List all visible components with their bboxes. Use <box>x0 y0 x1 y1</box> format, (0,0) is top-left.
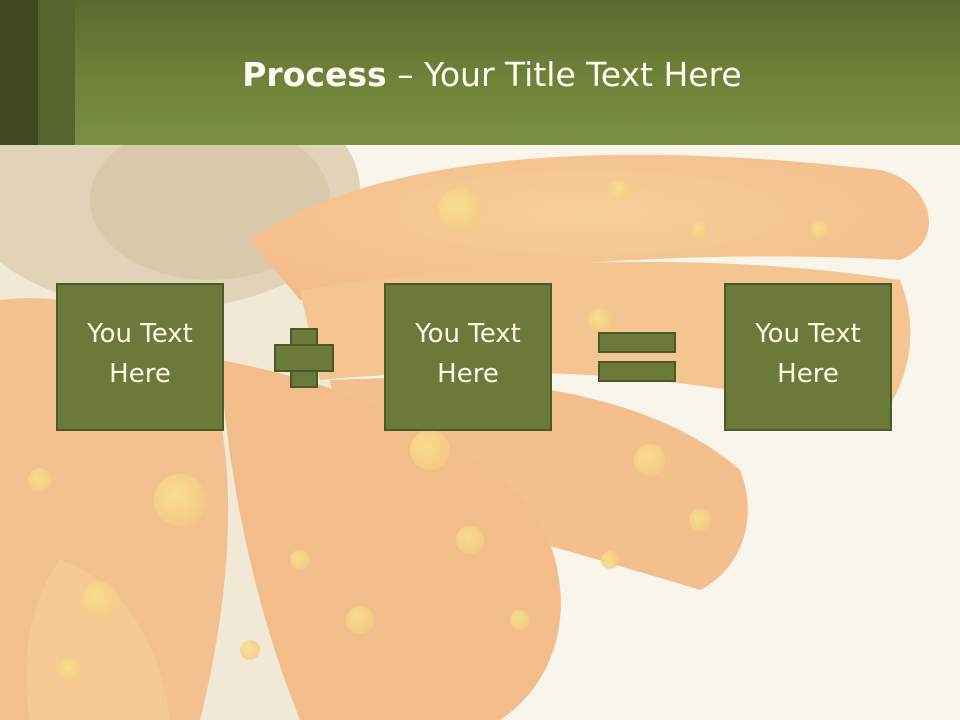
text-box-2[interactable]: You Text Here <box>384 283 552 431</box>
text-box-3-label: You Text Here <box>755 319 861 389</box>
title-bold: Process <box>242 55 387 94</box>
title-rest: – Your Title Text Here <box>386 55 742 94</box>
header-accent-mid <box>38 0 75 145</box>
text-box-1[interactable]: You Text Here <box>56 283 224 431</box>
text-box-3[interactable]: You Text Here <box>724 283 892 431</box>
title-bar: Process – Your Title Text Here <box>0 0 960 145</box>
plus-icon-center <box>292 346 316 370</box>
text-box-2-label: You Text Here <box>415 319 521 389</box>
header-accent-dark <box>0 0 38 145</box>
text-box-1-label: You Text Here <box>87 319 193 389</box>
equals-icon <box>598 332 676 353</box>
slide-title[interactable]: Process – Your Title Text Here <box>0 55 960 95</box>
equals-icon-bottom-bar <box>598 361 676 382</box>
